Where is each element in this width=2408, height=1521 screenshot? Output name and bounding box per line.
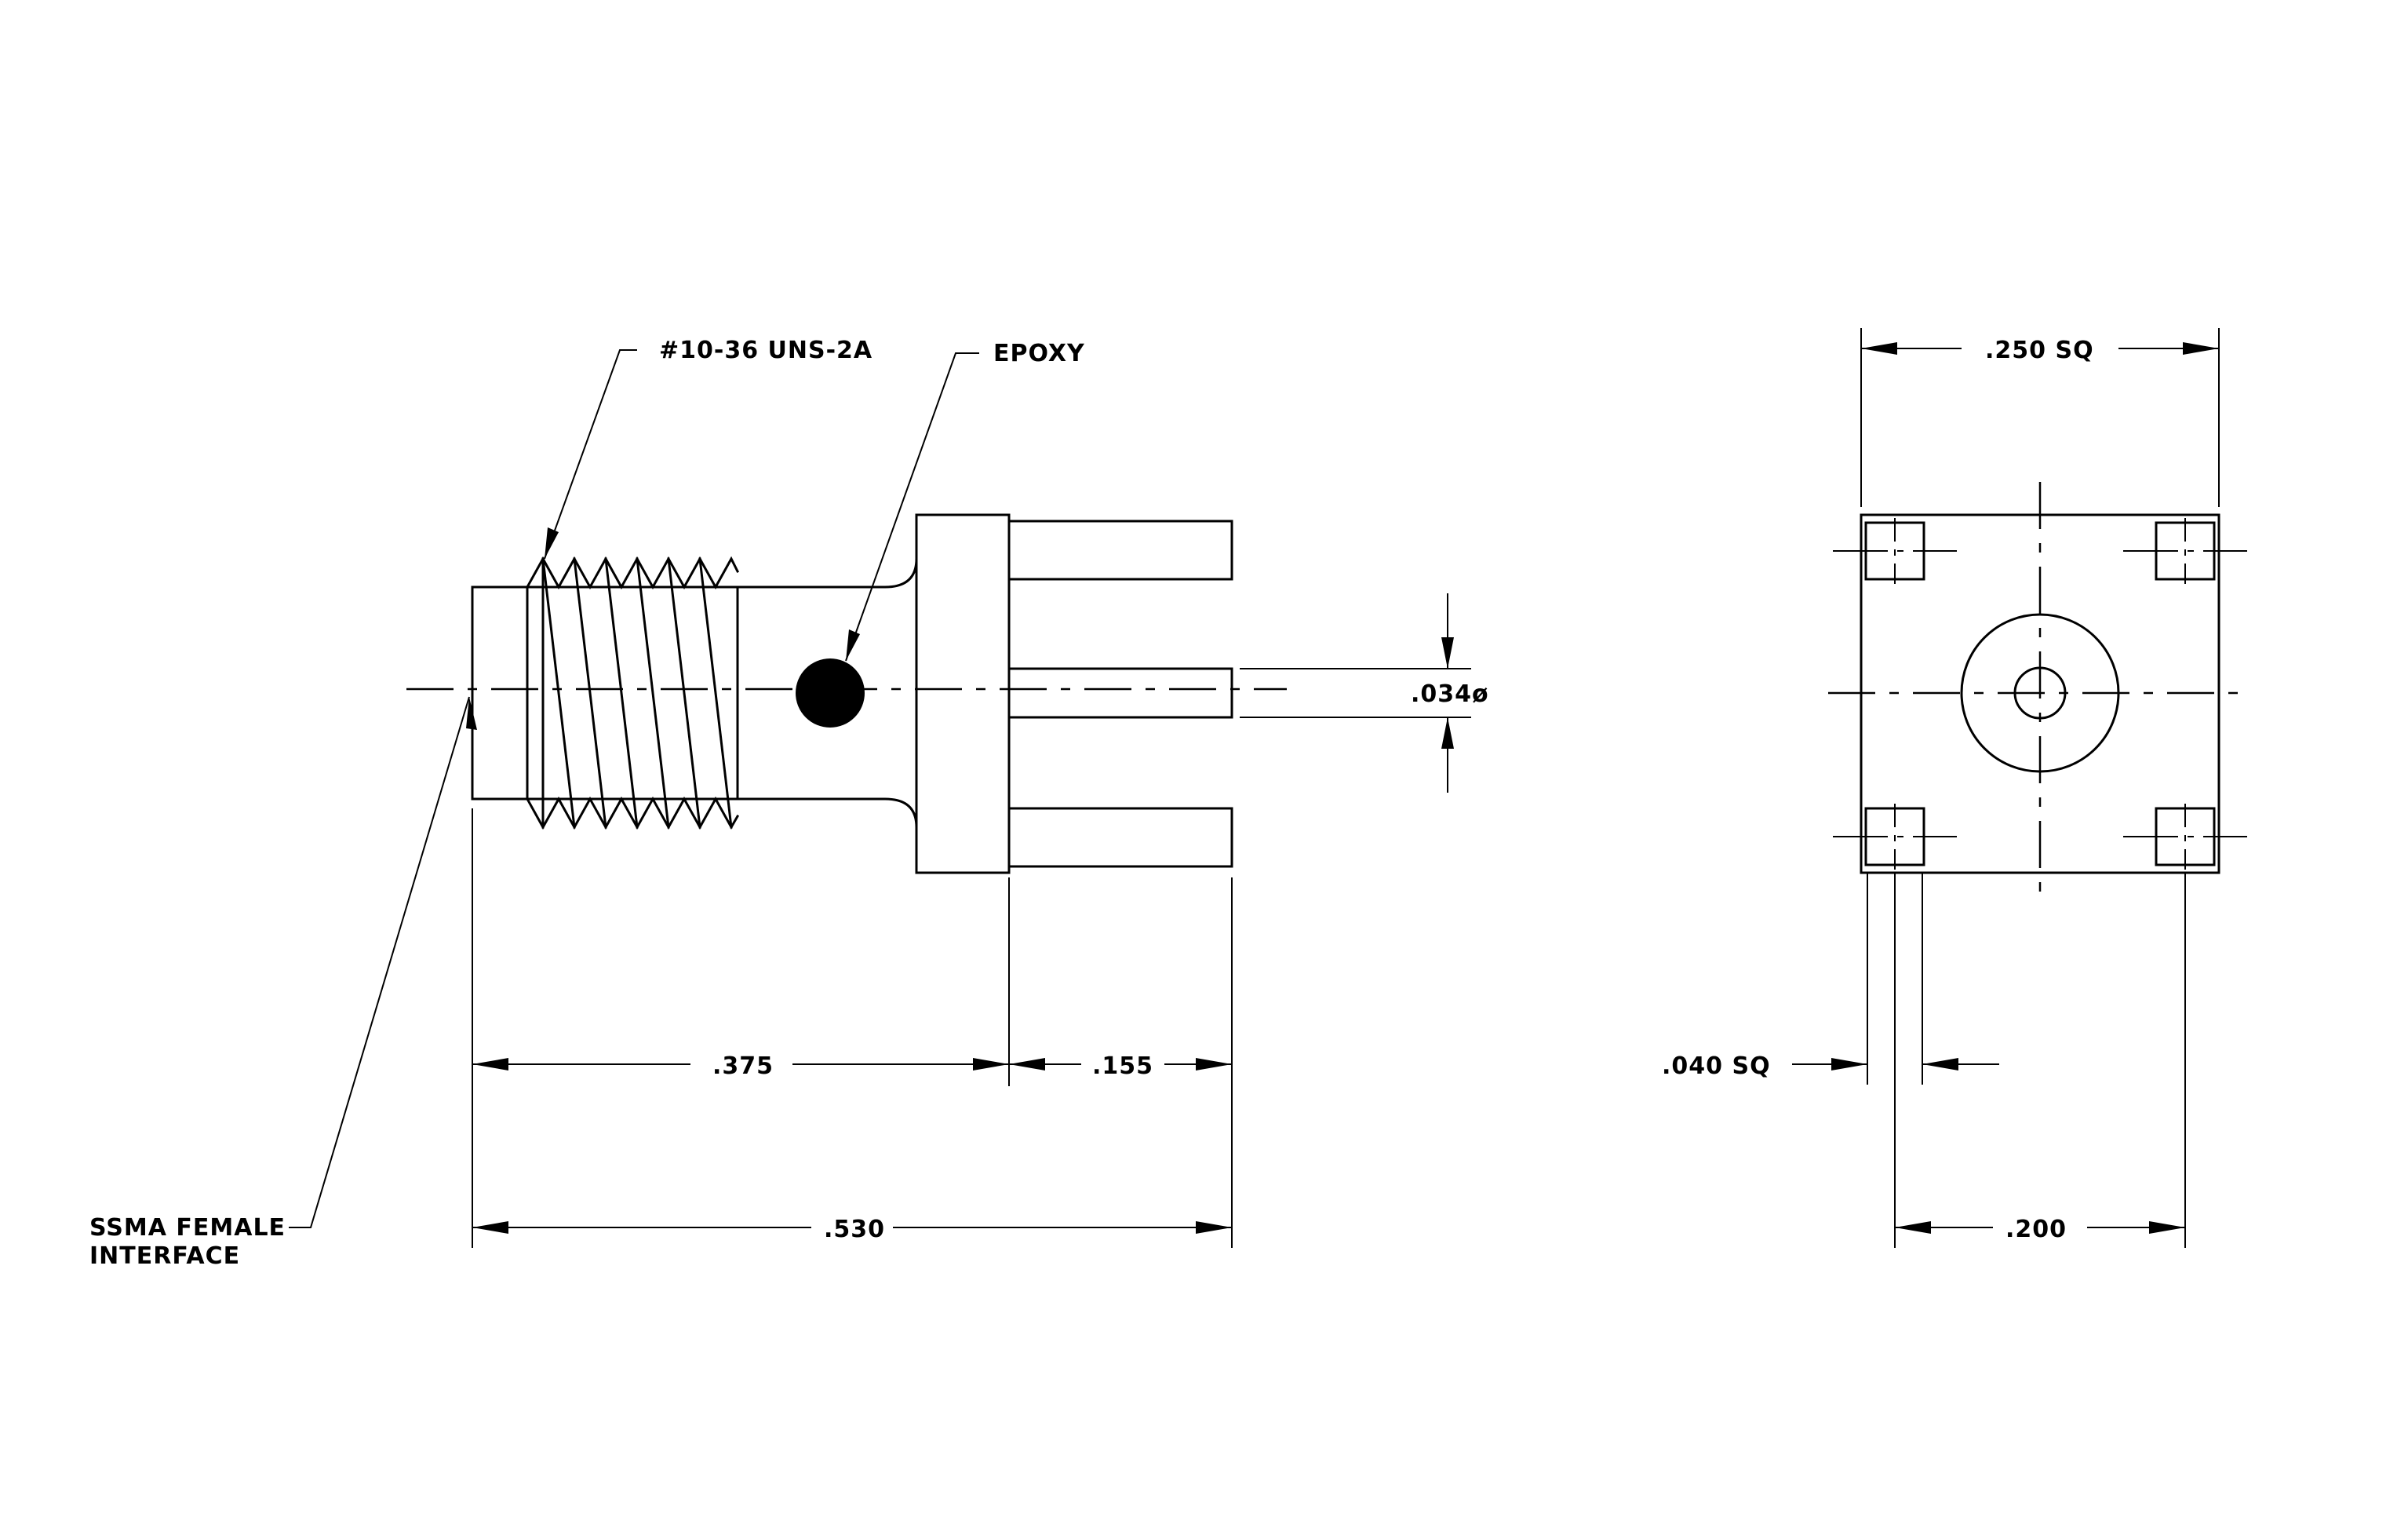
dim-040-sq-label: .040 SQ — [1662, 1052, 1771, 1080]
dim-250-sq: .250 SQ — [1860, 328, 2220, 507]
thread-leader — [544, 349, 637, 560]
dim-375: .375 — [472, 1052, 1009, 1080]
interface-body — [471, 585, 529, 801]
dim-200: .200 — [1894, 873, 2186, 1248]
dim-530-label: .530 — [824, 1216, 885, 1243]
interface-label-line1: SSMA FEMALE — [89, 1214, 286, 1242]
interface-label-line2: INTERFACE — [89, 1242, 240, 1270]
flange — [915, 513, 1011, 874]
leg-bottom-left — [1833, 804, 1957, 870]
leg-top-right — [2123, 518, 2247, 584]
end-view: .250 SQ .040 SQ .200 — [1662, 328, 2252, 1248]
epoxy-label: EPOXY — [993, 340, 1085, 367]
dim-375-label: .375 — [712, 1052, 774, 1080]
leg-top-left — [1833, 518, 1957, 584]
epoxy-dot — [796, 658, 865, 728]
epoxy-leader — [845, 352, 979, 662]
leg-bottom-right — [2123, 804, 2247, 870]
side-view: .034ø #10-36 UNS-2A EPOXY SSMA FEMALE IN… — [89, 337, 1489, 1270]
interface-outer-circle — [1960, 613, 2120, 773]
pin-diameter-label: .034ø — [1411, 680, 1489, 708]
dim-155-label: .155 — [1092, 1052, 1153, 1080]
thread-section — [525, 556, 740, 830]
interface-inner-circle — [2013, 666, 2067, 720]
leg-bottom — [1007, 807, 1233, 868]
dim-040-sq: .040 SQ — [1662, 873, 1999, 1085]
center-pin — [1007, 667, 1233, 719]
thread-label: #10-36 UNS-2A — [659, 337, 872, 364]
dim-155: .155 — [1009, 1052, 1232, 1080]
dim-250-sq-label: .250 SQ — [1985, 337, 2094, 364]
dim-200-label: .200 — [2005, 1216, 2067, 1243]
leg-top — [1007, 520, 1233, 581]
interface-leader — [289, 696, 470, 1228]
dim-530: .530 — [472, 1216, 1232, 1243]
